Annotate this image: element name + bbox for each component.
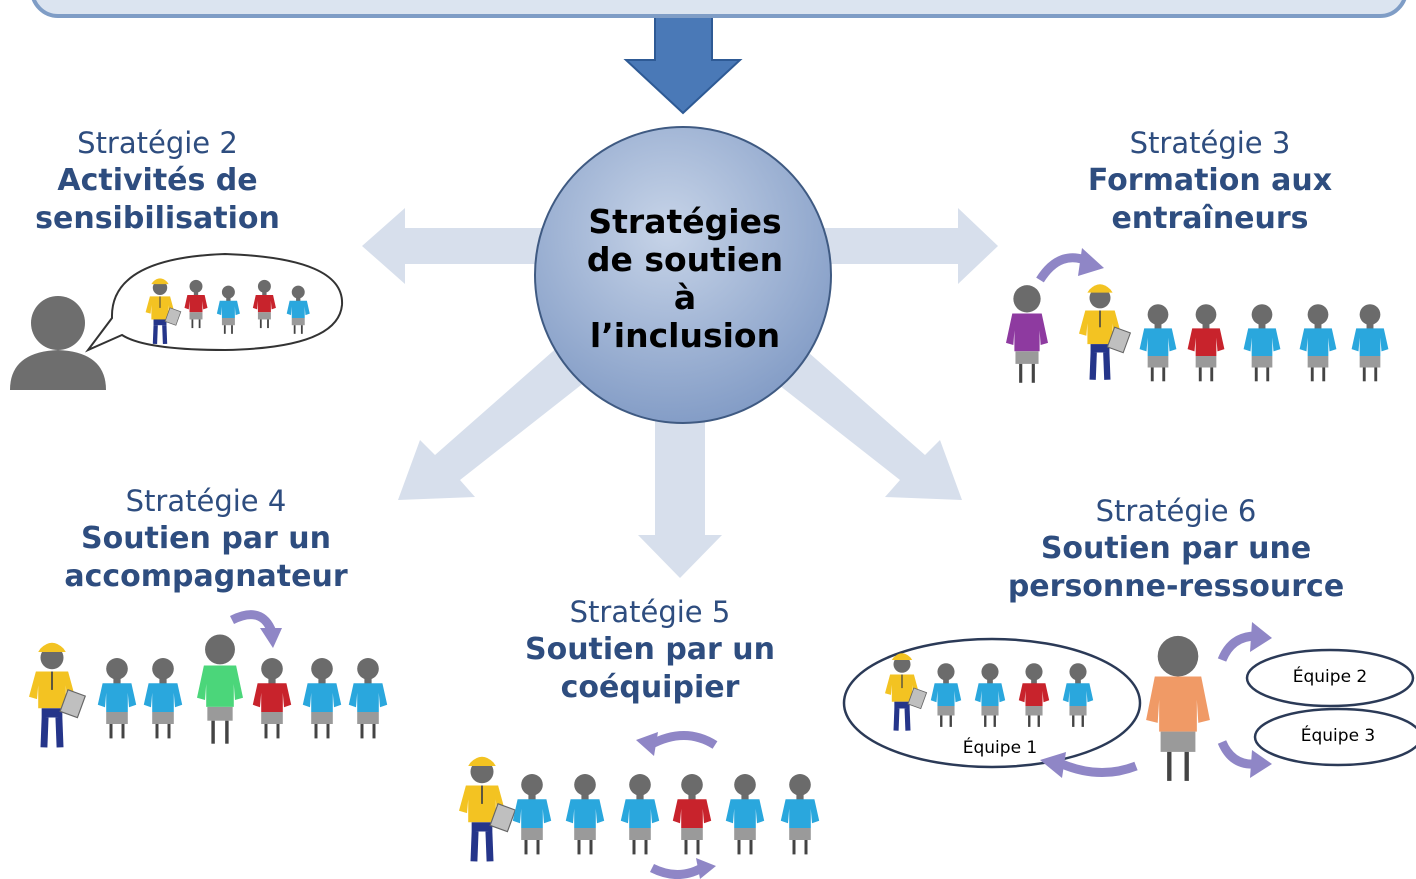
strategy-title: sensibilisation [35, 201, 280, 236]
team-2-ellipse [1245, 648, 1415, 708]
team-2-label: Équipe 2 [1292, 667, 1368, 687]
swap-arrow-top [636, 731, 718, 756]
speaker-person-icon [10, 296, 106, 390]
strategy-number: Stratégie 2 [77, 126, 238, 160]
spoke-arrow-right [805, 208, 998, 284]
strategy-number: Stratégie 6 [1095, 494, 1257, 528]
hub-label: Stratégies de soutien à l’inclusion [560, 203, 810, 355]
top-banner [30, 0, 1408, 18]
spoke-arrow-down-right [770, 345, 962, 500]
strategy-title: personne-ressource [1007, 569, 1345, 604]
swap-arrow [229, 610, 282, 648]
input-arrow-down [623, 13, 743, 115]
strategy-5-label: Stratégie 5 Soutien par un coéquipier [495, 593, 805, 707]
hub-label-line: l’inclusion [589, 316, 781, 355]
team-1-label: Équipe 1 [962, 738, 1038, 758]
team-figures-s3 [1006, 284, 1390, 383]
spoke-arrow-left [362, 208, 560, 284]
strategy-title: coéquipier [560, 670, 740, 705]
spoke-arrow-down-left [398, 345, 590, 500]
hub-label-line: de soutien [586, 240, 784, 279]
strategy-title: accompagnateur [64, 559, 348, 594]
hub-circle [534, 126, 832, 424]
strategy-title: Activités de [57, 163, 258, 198]
swap-arrow-bottom [649, 858, 716, 879]
hub-label-line: à [673, 278, 697, 317]
team-3-label: Équipe 3 [1300, 726, 1376, 746]
strategy-title: Soutien par une [1040, 531, 1312, 566]
strategy-title: Soutien par un [524, 632, 776, 667]
speech-bubble [84, 252, 344, 353]
hub-label-line: Stratégies [588, 202, 782, 241]
team-figures-s4 [29, 634, 389, 747]
strategy-2-label: Stratégie 2 Activités de sensibilisation [10, 124, 305, 238]
strategy-number: Stratégie 3 [1129, 126, 1291, 160]
team-3-ellipse [1253, 707, 1416, 767]
strategy-title: entraîneurs [1111, 201, 1309, 236]
strategy-title: Soutien par un [80, 521, 332, 556]
strategy-3-label: Stratégie 3 Formation aux entraîneurs [1055, 124, 1365, 238]
swap-arrow [1040, 622, 1272, 778]
strategy-4-label: Stratégie 4 Soutien par un accompagnateu… [40, 482, 372, 596]
strategy-6-label: Stratégie 6 Soutien par une personne-res… [985, 492, 1367, 606]
spoke-arrow-down [638, 400, 722, 578]
team-figures-s5 [459, 757, 821, 862]
strategy-number: Stratégie 4 [125, 484, 287, 518]
swap-arrow [1036, 248, 1104, 283]
strategy-number: Stratégie 5 [569, 595, 731, 629]
strategy-title: Formation aux [1087, 163, 1333, 198]
resource-person-figure [1146, 635, 1210, 781]
